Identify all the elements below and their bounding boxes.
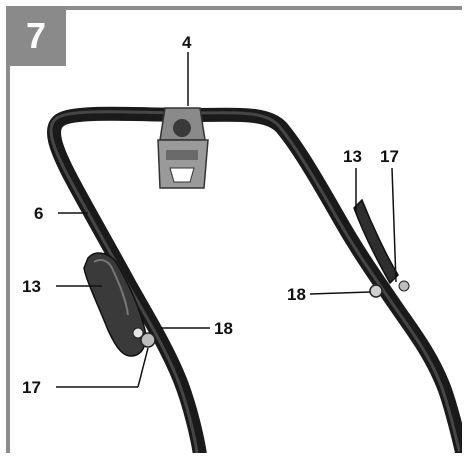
- callout-17-left: 17: [22, 378, 41, 397]
- callout-6: 6: [34, 204, 44, 223]
- callout-18-left: 18: [214, 319, 233, 338]
- figure-number-badge: 7: [6, 6, 66, 66]
- frame-left-border: [6, 6, 10, 453]
- leader-18-right: [309, 291, 371, 295]
- frame-top-border: [6, 6, 462, 10]
- leader-17-right: [391, 167, 397, 283]
- right-lever: [353, 198, 410, 298]
- callout-13-right: 13: [343, 147, 362, 166]
- left-lever: [83, 252, 156, 357]
- mower-handle-illustration: [47, 52, 462, 453]
- callout-13-left: 13: [22, 277, 41, 296]
- callout-17-right: 17: [380, 147, 399, 166]
- leader-17-left-v: [137, 347, 149, 388]
- callout-4: 4: [182, 33, 192, 52]
- callout-18-right: 18: [287, 285, 306, 304]
- cable-clip: [157, 107, 209, 189]
- leader-lines: [56, 52, 397, 388]
